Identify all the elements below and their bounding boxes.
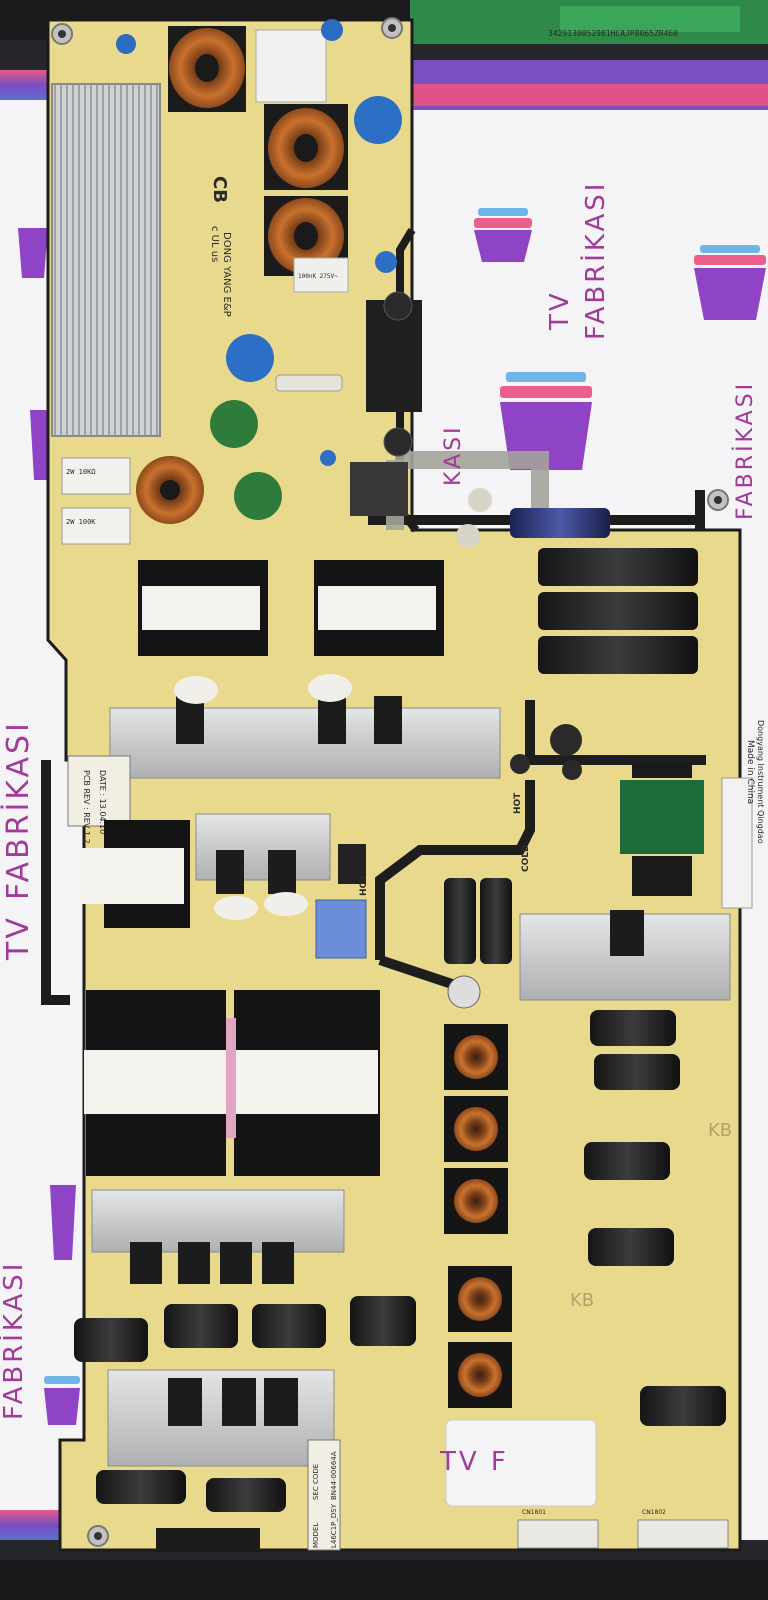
output-inductors <box>444 1024 512 1408</box>
code-value: BN44-00664A <box>330 1451 338 1500</box>
x-capacitor <box>255 29 327 103</box>
hot-label: HOT <box>359 874 369 896</box>
watermark-partial-1: KASI <box>441 424 466 486</box>
blue-relay <box>315 899 367 959</box>
watermark-logo <box>18 208 766 1425</box>
code-label: SEC CODE <box>312 1464 320 1500</box>
connector-label-1: CN1801 <box>522 1509 546 1516</box>
choke-top <box>168 26 246 112</box>
watermark-brand-vertical-1: TV <box>545 290 575 331</box>
output-connector-2[interactable] <box>637 1519 729 1549</box>
cold-label: COLD <box>521 845 531 872</box>
top-barcode-text: 3429130052981HCAJP8065ZR460 <box>548 29 678 38</box>
heatsink-left <box>51 83 161 437</box>
watermark-brand-left-2: FABRİKASI <box>0 720 36 900</box>
llc-transformer <box>80 820 190 928</box>
heatsink-mid-upper <box>109 707 501 779</box>
sticker-brand: TV F <box>439 1447 509 1477</box>
model-label: MODEL <box>312 1523 320 1548</box>
heatsink-bottom-1 <box>91 1189 345 1253</box>
maker-full-label: Dongyang Instrument Qingdao <box>756 720 765 844</box>
main-transformer-2 <box>234 990 380 1176</box>
output-capacitors-bottom <box>74 1296 416 1512</box>
heatsink-bottom-2 <box>107 1369 335 1467</box>
kb-mark-1: KB <box>708 1120 732 1141</box>
pfc-transformer-1 <box>138 560 268 656</box>
made-in-label: Made in China <box>745 740 755 804</box>
transistors-row-2 <box>130 1242 294 1284</box>
poster-sticker <box>445 1419 597 1507</box>
resistor-block-2 <box>61 507 131 545</box>
hot-label-2: HOT <box>513 792 523 814</box>
connector-label-2: CN1802 <box>642 1509 666 1516</box>
watermark-brand-vertical-2: FABRİKASI <box>579 181 611 340</box>
x-cap-label: 100nK 275V~ <box>298 273 338 280</box>
watermark-brand-left-3: FABRİKASI <box>0 1261 29 1420</box>
fuse <box>275 374 343 392</box>
pcb-revision: PCB REV : REV 1.2 <box>82 770 91 844</box>
resistor-block-1 <box>61 457 131 495</box>
pfc-transformer-2 <box>314 560 444 656</box>
maker-label: DONG YANG E&P <box>221 232 232 317</box>
watermark-brand-vertical-3: FABRİKASI <box>732 381 758 520</box>
kb-mark-2: KB <box>570 1290 594 1311</box>
resistor-label-2: 2W 100K <box>66 518 96 526</box>
output-connector-1[interactable] <box>517 1519 599 1549</box>
bulk-capacitors <box>444 878 512 1009</box>
electrolytic-caps-top-right <box>456 488 698 674</box>
choke-middle-1 <box>264 104 348 190</box>
inductor-standby <box>136 456 204 524</box>
ul-mark: c UL us <box>209 226 220 262</box>
standby-transformer <box>620 780 704 854</box>
ceramic-capacitors <box>116 19 402 520</box>
resistor-label-1: 2W 10KΩ <box>66 468 96 476</box>
transistors-row-1 <box>174 674 402 744</box>
cb-mark: CB <box>209 176 230 203</box>
watermark-brand-left-1: TV <box>1 915 36 961</box>
output-connector-3[interactable] <box>156 1528 260 1552</box>
model-value: L46C1P_DSY <box>330 1503 338 1548</box>
pcb-date: DATE : 13.04.10 <box>98 770 107 834</box>
main-transformer-1 <box>84 990 228 1176</box>
output-capacitors-right <box>584 1010 726 1426</box>
